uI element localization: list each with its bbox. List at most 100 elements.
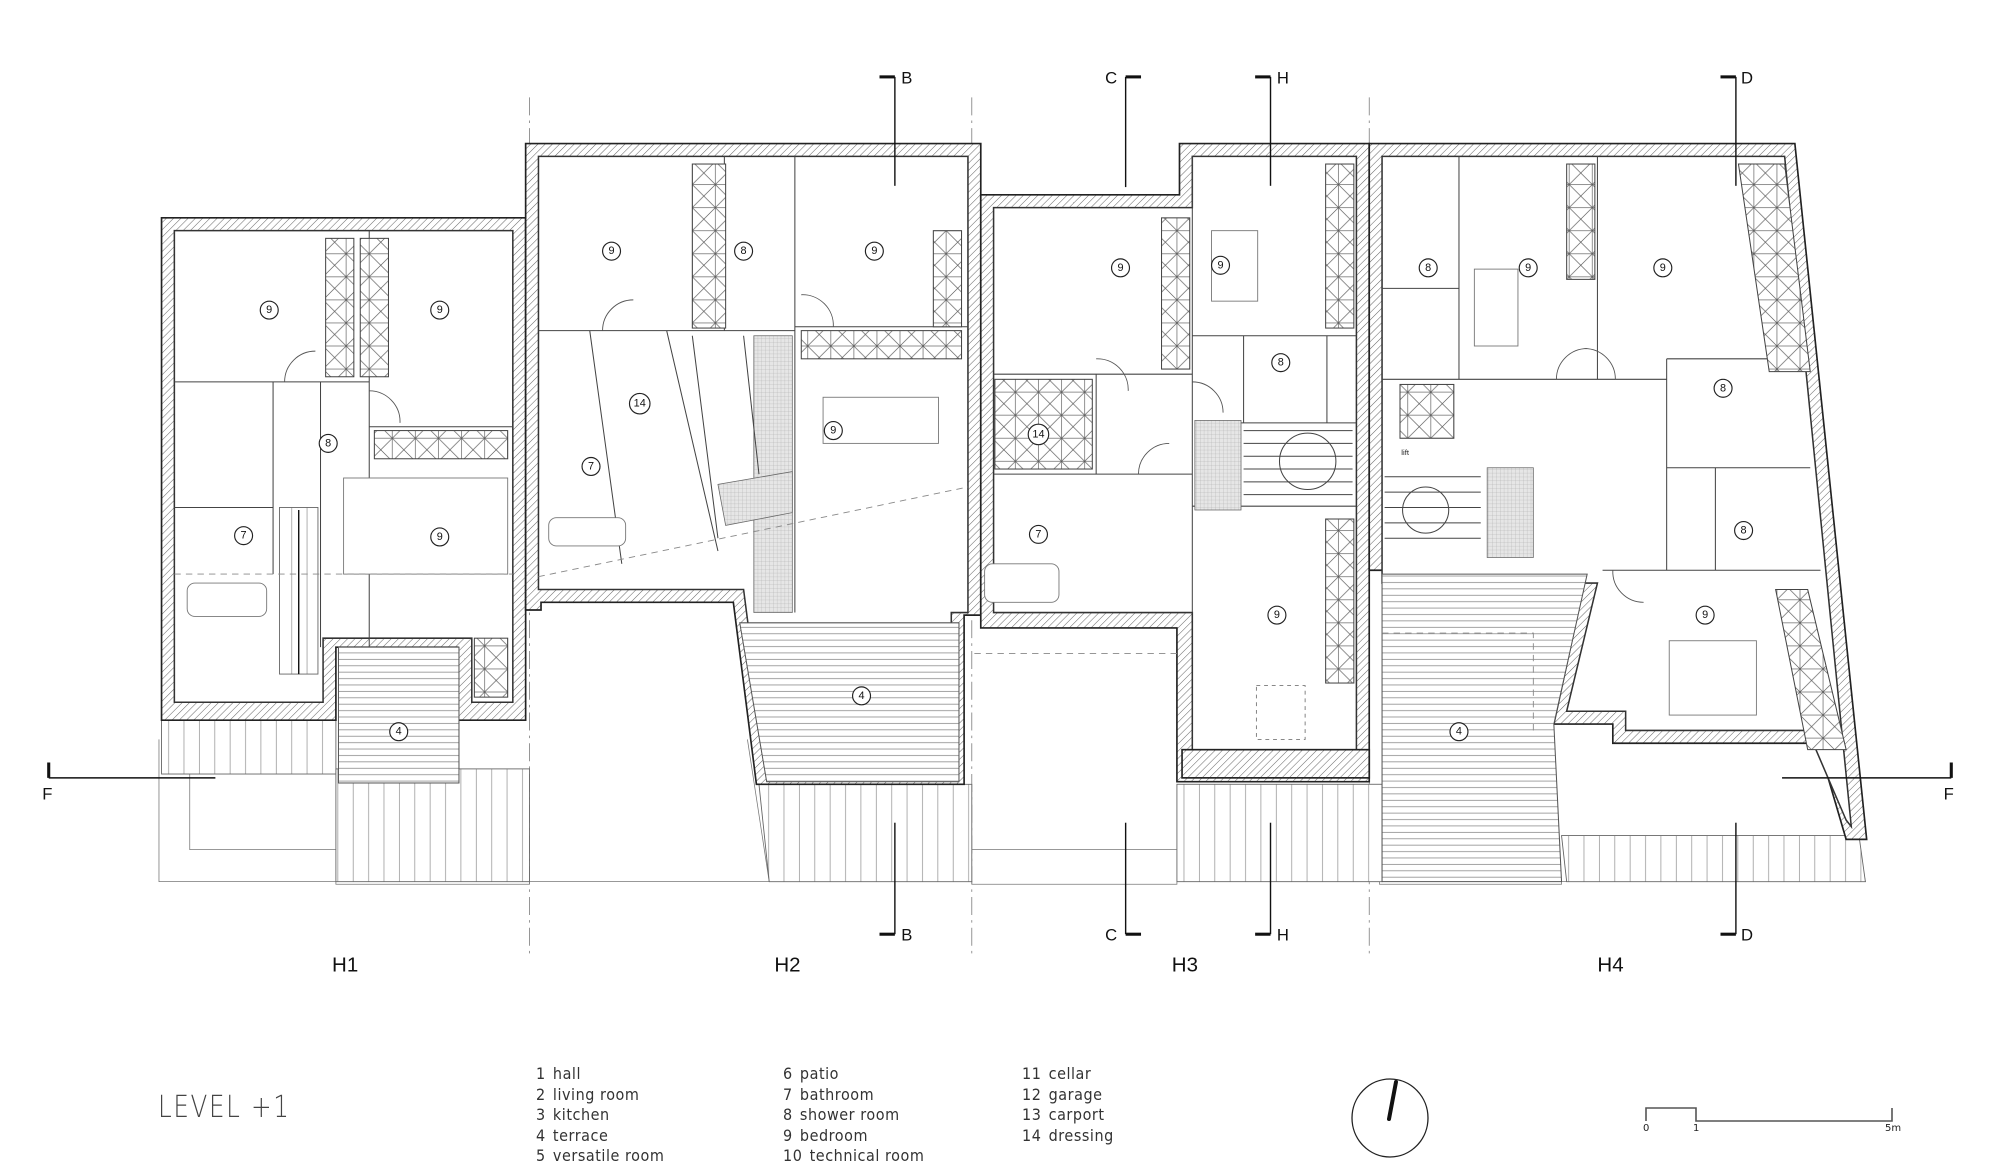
room-tag-bedroom: 9 (823, 421, 843, 441)
level-title: LEVEL +1 (158, 1090, 291, 1125)
svg-text:4: 4 (396, 726, 402, 738)
svg-text:F: F (42, 785, 52, 804)
room-tag-shower-room: 8 (1271, 353, 1291, 373)
house-label-h3: H3 (1172, 953, 1198, 976)
svg-text:9: 9 (1117, 262, 1123, 274)
svg-text:F: F (1944, 785, 1954, 804)
room-tag-bedroom: 9 (1210, 255, 1231, 275)
svg-text:9: 9 (1660, 262, 1666, 274)
svg-text:9: 9 (1274, 609, 1280, 621)
svg-text:D: D (1741, 68, 1753, 87)
wardrobe (373, 430, 509, 460)
h1-garden-deck (335, 768, 530, 883)
svg-text:14: 14 (634, 398, 646, 410)
room-tags: 9 9 8 7 9 4 9 8 9 14 7 9 4 9 9 14 8 7 9 … (234, 241, 1754, 742)
wardrobe (359, 237, 389, 378)
wardrobe (325, 237, 355, 378)
room-tag-bedroom: 9 (259, 300, 279, 320)
svg-text:9: 9 (871, 245, 877, 257)
room-tag-bedroom: 9 (601, 241, 622, 261)
svg-text:4: 4 (859, 690, 865, 702)
svg-text:7: 7 (241, 530, 247, 542)
h4-terrace (1381, 573, 1588, 883)
h2-garden-deck (758, 783, 973, 883)
room-tag-shower-room: 8 (318, 433, 338, 453)
h3-garden-deck (1176, 783, 1383, 883)
scale-bar: 0 1 5m (1640, 1105, 1910, 1145)
room-tag-bedroom: 9 (430, 300, 450, 320)
room-tag-bedroom: 9 (430, 527, 450, 547)
room-tag-dressing: 14 (628, 392, 651, 415)
svg-text:9: 9 (609, 245, 615, 257)
svg-text:4: 4 (1456, 726, 1462, 738)
room-tag-shower-room: 8 (1734, 520, 1754, 541)
house-labels: H1 H2 H3 H4 (332, 953, 1624, 976)
room-tag-bathroom: 7 (234, 526, 254, 546)
room-tag-terrace: 4 (1449, 722, 1469, 742)
house-label-h1: H1 (332, 953, 358, 976)
svg-text:B: B (901, 926, 912, 945)
room-tag-bedroom: 9 (1518, 258, 1538, 278)
house-label-h4: H4 (1597, 953, 1623, 976)
svg-text:8: 8 (1278, 357, 1284, 369)
room-tag-shower-room: 8 (1713, 378, 1733, 398)
svg-text:8: 8 (1425, 262, 1431, 274)
h2-terrace (739, 622, 960, 783)
room-tag-bedroom: 9 (1653, 258, 1673, 278)
room-tag-terrace: 4 (389, 722, 409, 742)
svg-text:8: 8 (325, 437, 331, 449)
room-tag-terrace: 4 (851, 686, 872, 706)
room-tag-bathroom: 7 (1028, 524, 1049, 544)
svg-text:8: 8 (1720, 382, 1726, 394)
house-h3 (974, 142, 1371, 783)
house-label-h2: H2 (774, 953, 800, 976)
room-tag-shower-room: 8 (734, 241, 754, 261)
room-tag-dressing: 14 (1027, 423, 1050, 446)
svg-text:9: 9 (437, 531, 443, 543)
svg-text:9: 9 (1702, 609, 1708, 621)
house-h4 (1368, 142, 1868, 883)
svg-text:7: 7 (1035, 528, 1041, 540)
house-h2 (524, 142, 982, 786)
svg-text:C: C (1105, 926, 1117, 945)
house-h1 (160, 217, 527, 722)
ground-outline (158, 719, 1866, 885)
h1-garden-deck-left (161, 719, 337, 775)
svg-text:8: 8 (741, 245, 747, 257)
svg-text:9: 9 (1217, 259, 1223, 271)
scale-tick-1: 1 (1693, 1123, 1700, 1134)
room-tag-bedroom: 9 (1695, 605, 1715, 625)
room-tag-shower-room: 8 (1418, 258, 1438, 278)
section-cut-lines: B C H D B C H D F F (42, 68, 1953, 944)
svg-text:9: 9 (830, 425, 836, 437)
svg-text:8: 8 (1741, 525, 1747, 537)
h1-terrace (337, 646, 460, 784)
scale-tick-5m: 5m (1885, 1123, 1902, 1134)
svg-text:D: D (1741, 926, 1753, 945)
svg-text:9: 9 (1525, 262, 1531, 274)
svg-text:9: 9 (266, 304, 272, 316)
svg-text:9: 9 (437, 304, 443, 316)
svg-text:7: 7 (588, 460, 594, 472)
lift-label: lift (1401, 448, 1410, 457)
svg-text:H: H (1277, 926, 1289, 945)
scale-tick-0: 0 (1643, 1123, 1650, 1134)
svg-text:B: B (901, 68, 912, 87)
